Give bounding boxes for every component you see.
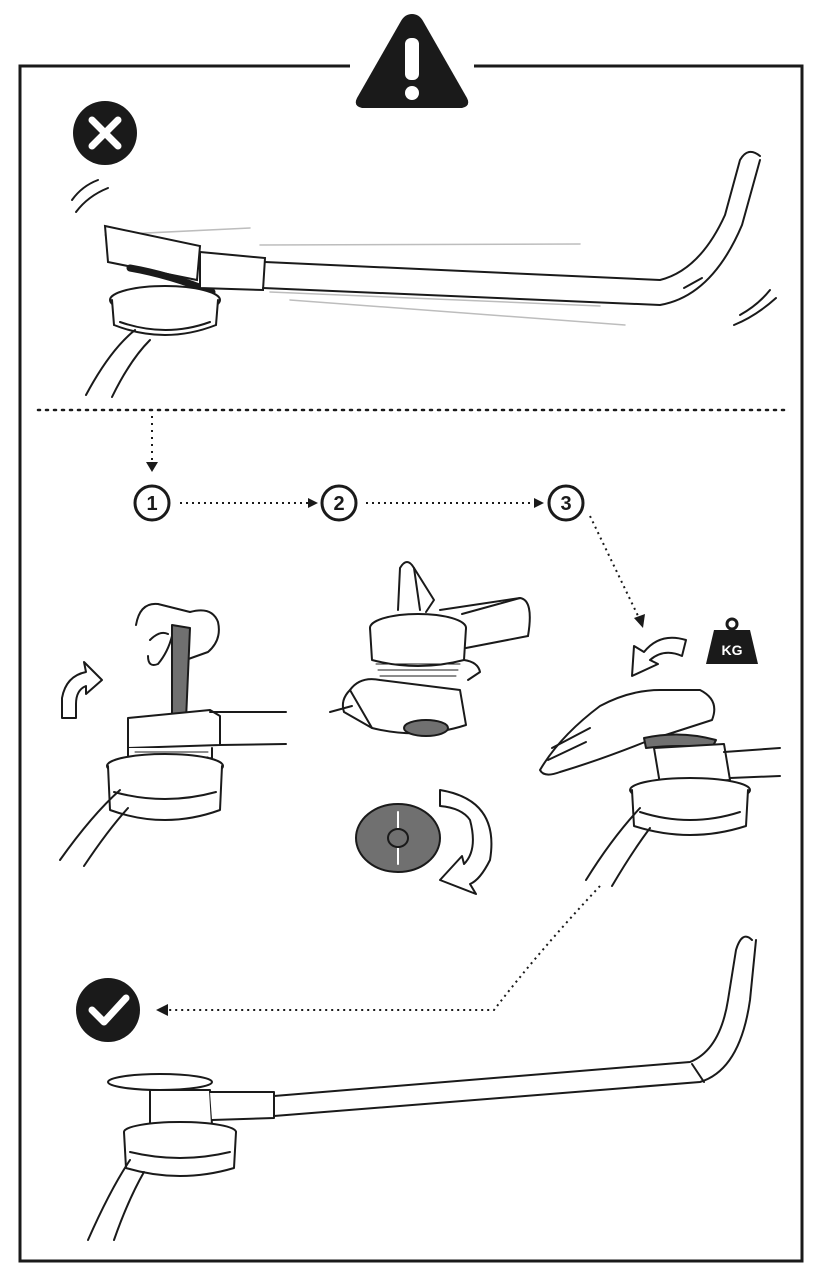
- step-1-number: 1: [146, 493, 157, 515]
- step-3-badge: 3: [547, 484, 585, 522]
- step-3-illustration: [539, 636, 781, 887]
- step-2-badge: 2: [320, 484, 358, 522]
- flow-arrow-3-down: [589, 515, 645, 628]
- step-1-illustration: [59, 602, 287, 867]
- flow-arrow-down: [146, 416, 158, 472]
- flow-arrow-2-3: [366, 498, 544, 508]
- loose-handle-illustration: [71, 150, 777, 398]
- fixed-handle-illustration: [87, 935, 757, 1241]
- step-2-number: 2: [333, 493, 344, 515]
- check-circle-icon: [76, 978, 140, 1042]
- rotate-arrow-icon: [61, 661, 103, 719]
- step-3-number: 3: [560, 493, 571, 515]
- weight-label: KG: [722, 642, 743, 658]
- flow-arrow-1-2: [180, 498, 318, 508]
- rotate-arrow-icon: [631, 636, 687, 677]
- cross-circle-icon: [73, 101, 137, 165]
- weight-icon: KG: [706, 617, 758, 664]
- step-2-illustration: [329, 561, 531, 895]
- flow-arrow-to-result: [156, 885, 601, 1016]
- rotate-arrow-icon: [439, 789, 493, 895]
- step-1-badge: 1: [133, 484, 171, 522]
- warning-triangle-icon: [350, 14, 474, 108]
